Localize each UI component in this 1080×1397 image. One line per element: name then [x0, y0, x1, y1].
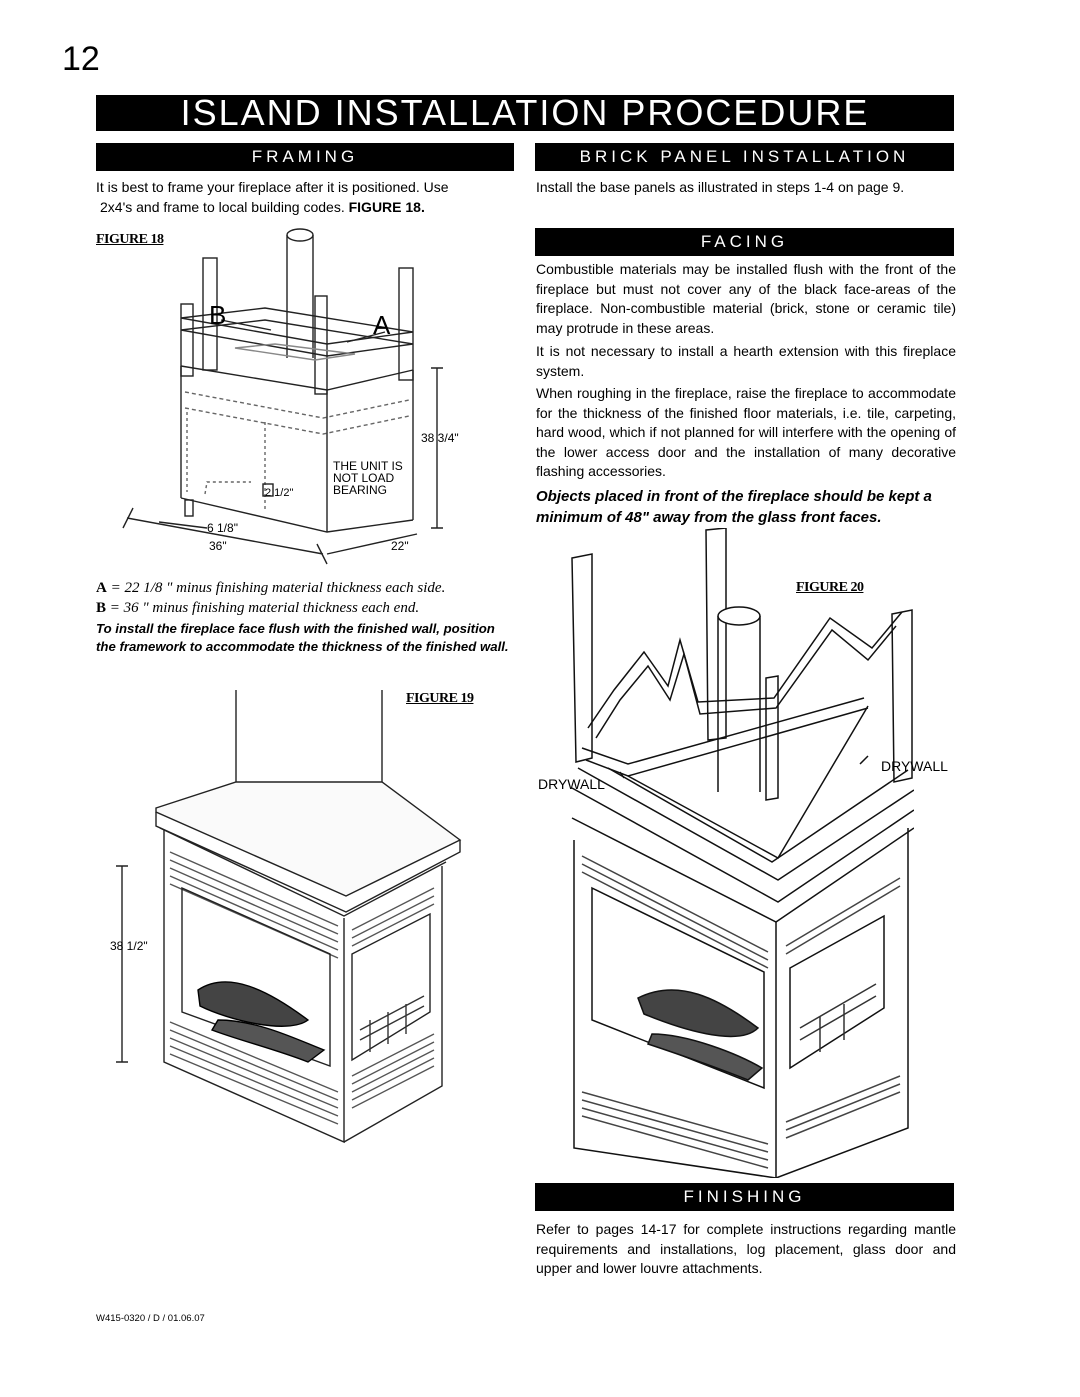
finishing-heading: FINISHING	[535, 1183, 954, 1211]
figure-19-dim-height: 38 1/2"	[110, 939, 148, 953]
figure-18-dim-depth: 6 1/8"	[207, 521, 238, 535]
drywall-label-left: DRYWALL	[538, 776, 605, 792]
framing-text-line-2a: 2x4's and frame to local building codes.	[100, 198, 349, 215]
figure-18-dim-side: 22"	[391, 539, 409, 553]
figure-18-letter-b: B	[209, 300, 226, 330]
dimension-note-b: B = 36 " minus finishing material thickn…	[96, 600, 526, 617]
figure-20-drywall-illustration	[571, 528, 914, 1178]
drywall-label-right: DRYWALL	[881, 758, 948, 774]
facing-paragraph-2: It is not necessary to install a hearth …	[536, 343, 956, 379]
figure-18-note-line-3: BEARING	[333, 483, 387, 497]
figure-18-letter-a: A	[373, 310, 391, 340]
figure-18-dim-height: 38 3/4"	[421, 431, 459, 445]
page-number: 12	[62, 40, 100, 78]
dimension-key-a: A	[96, 580, 107, 596]
figure-18-note-line-1: THE UNIT IS	[333, 459, 403, 473]
framing-text-line-1: It is best to frame your fireplace after…	[96, 179, 449, 195]
dimension-key-b: B	[96, 600, 107, 616]
figure-18-label: FIGURE 18	[96, 232, 164, 247]
facing-warning: Objects placed in front of the fireplace…	[536, 488, 932, 526]
figure-18-note-line-2: NOT LOAD	[333, 471, 394, 485]
finishing-text: Refer to pages 14-17 for complete instru…	[536, 1221, 956, 1276]
dimension-note-a: A = 22 1/8 " minus finishing material th…	[96, 580, 526, 597]
page-title: ISLAND INSTALLATION PROCEDURE	[96, 95, 954, 131]
figure-18-dim-width: 36"	[209, 539, 227, 553]
facing-paragraph-1: Combustible materials may be installed f…	[536, 261, 956, 336]
brick-panel-heading: BRICK PANEL INSTALLATION	[535, 143, 954, 171]
dimension-text-a: = 22 1/8 " minus finishing material thic…	[106, 580, 446, 596]
facing-heading: FACING	[535, 228, 954, 256]
dimension-text-b: = 36 " minus finishing material thicknes…	[106, 600, 420, 616]
framing-text: It is best to frame your fireplace after…	[96, 178, 516, 217]
flush-install-note: To install the fireplace face flush with…	[96, 621, 509, 654]
figure-19-label: FIGURE 19	[406, 691, 474, 706]
framing-heading: FRAMING	[96, 143, 514, 171]
facing-paragraph-3: When roughing in the fireplace, raise th…	[536, 385, 956, 479]
framing-text-line-2: 2x4's and frame to local building codes.…	[96, 198, 516, 218]
figure-19-fireplace-illustration: 38 1/2"	[110, 690, 462, 1144]
brick-panel-text: Install the base panels as illustrated i…	[536, 179, 905, 195]
figure-18-dim-small: 2 1/2"	[265, 487, 293, 499]
footer-document-code: W415-0320 / D / 01.06.07	[96, 1313, 205, 1324]
figure-20-label: FIGURE 20	[796, 580, 864, 595]
figure-18-framing-diagram: B A 38 3/4" 2 1/2" 6 1/8" 36" 22" THE UN…	[122, 228, 459, 565]
framing-figure-ref: FIGURE 18.	[348, 198, 425, 215]
